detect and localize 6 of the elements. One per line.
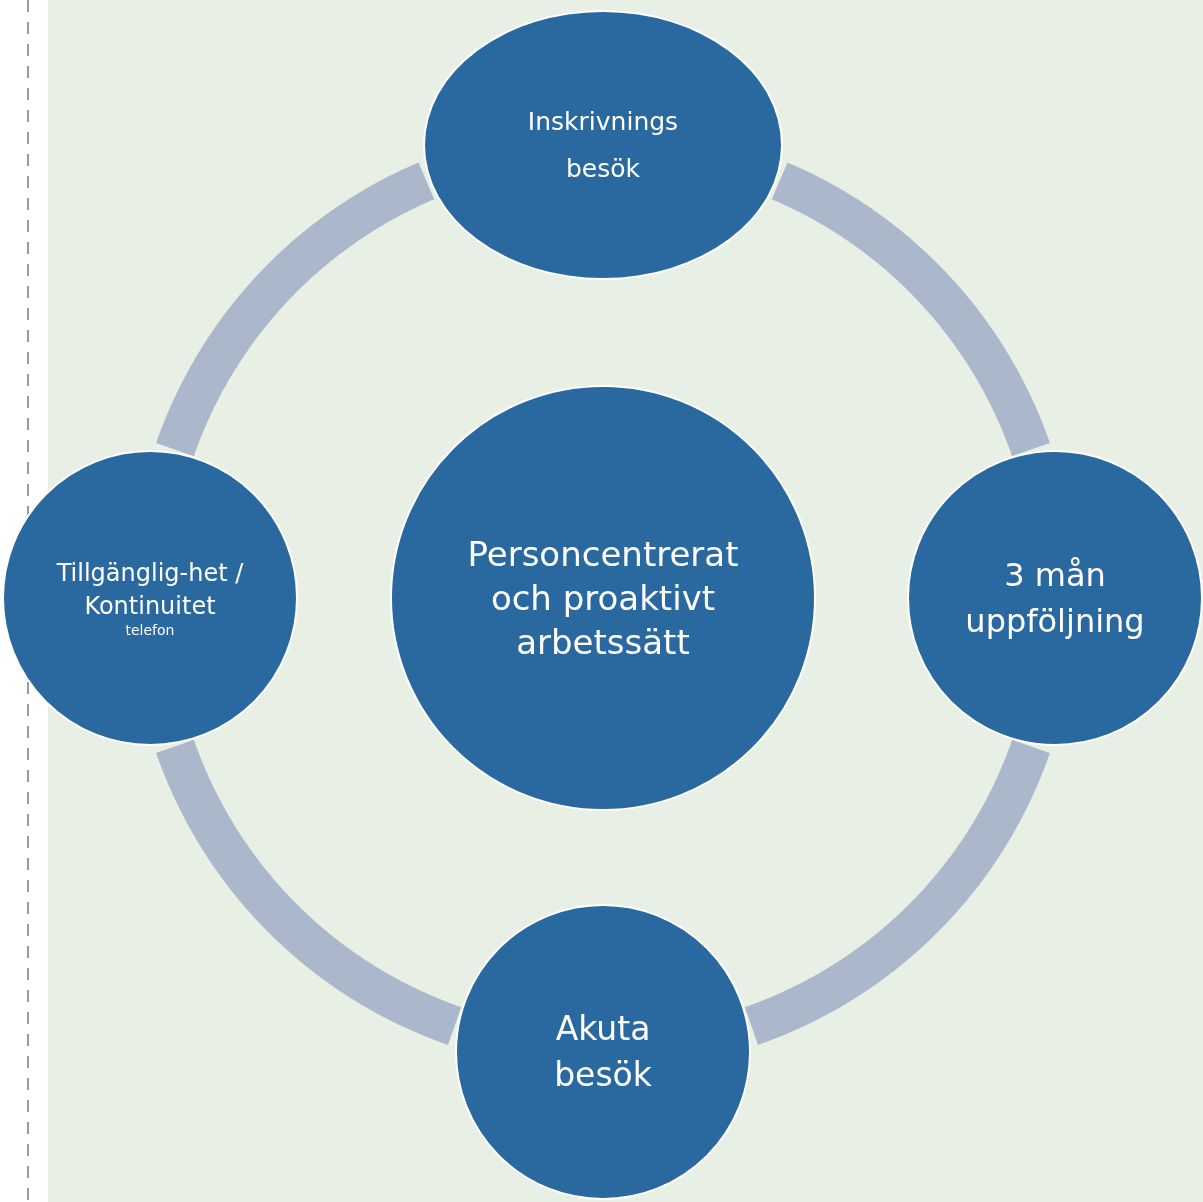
circle-label: Akuta besök — [553, 1007, 653, 1096]
circle-label: 3 mån uppföljning — [964, 554, 1146, 642]
circle-label: Tillgänglig-het / Kontinuitet — [55, 558, 245, 622]
circle-label: Inskrivnings besök — [526, 105, 680, 185]
circle-sublabel: telefon — [125, 622, 175, 639]
circle-label: Personcentrerat och proaktivt arbetssätt — [466, 532, 740, 665]
